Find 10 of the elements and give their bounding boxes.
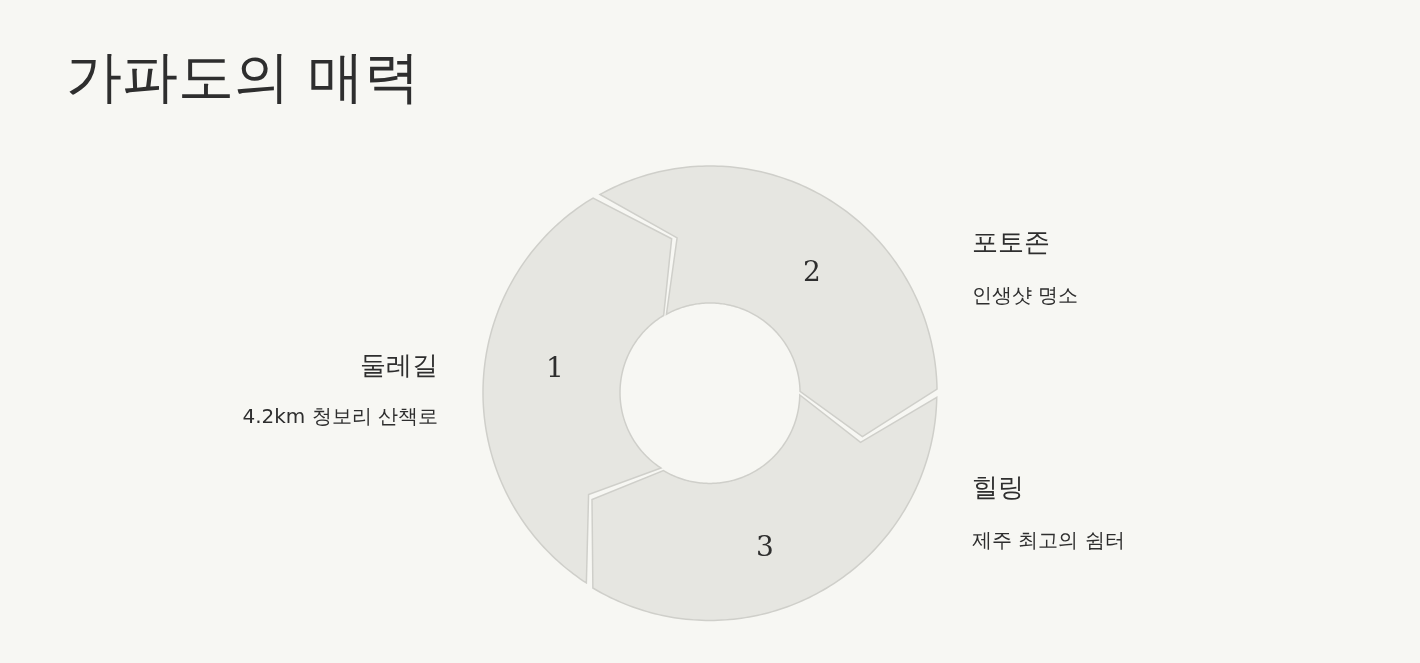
step-number: 1 <box>546 350 564 384</box>
step-heading: 포토존 <box>972 226 1050 259</box>
step-description: 제주 최고의 쉼터 <box>972 527 1125 554</box>
step-heading: 둘레길 <box>360 349 438 382</box>
step-description: 4.2km 청보리 산책로 <box>242 403 438 430</box>
step-number: 3 <box>756 529 774 563</box>
step-description: 인생샷 명소 <box>972 282 1079 309</box>
step-number: 2 <box>803 254 821 288</box>
step-heading: 힐링 <box>972 471 1024 504</box>
title: 가파도의 매력 <box>66 43 420 111</box>
